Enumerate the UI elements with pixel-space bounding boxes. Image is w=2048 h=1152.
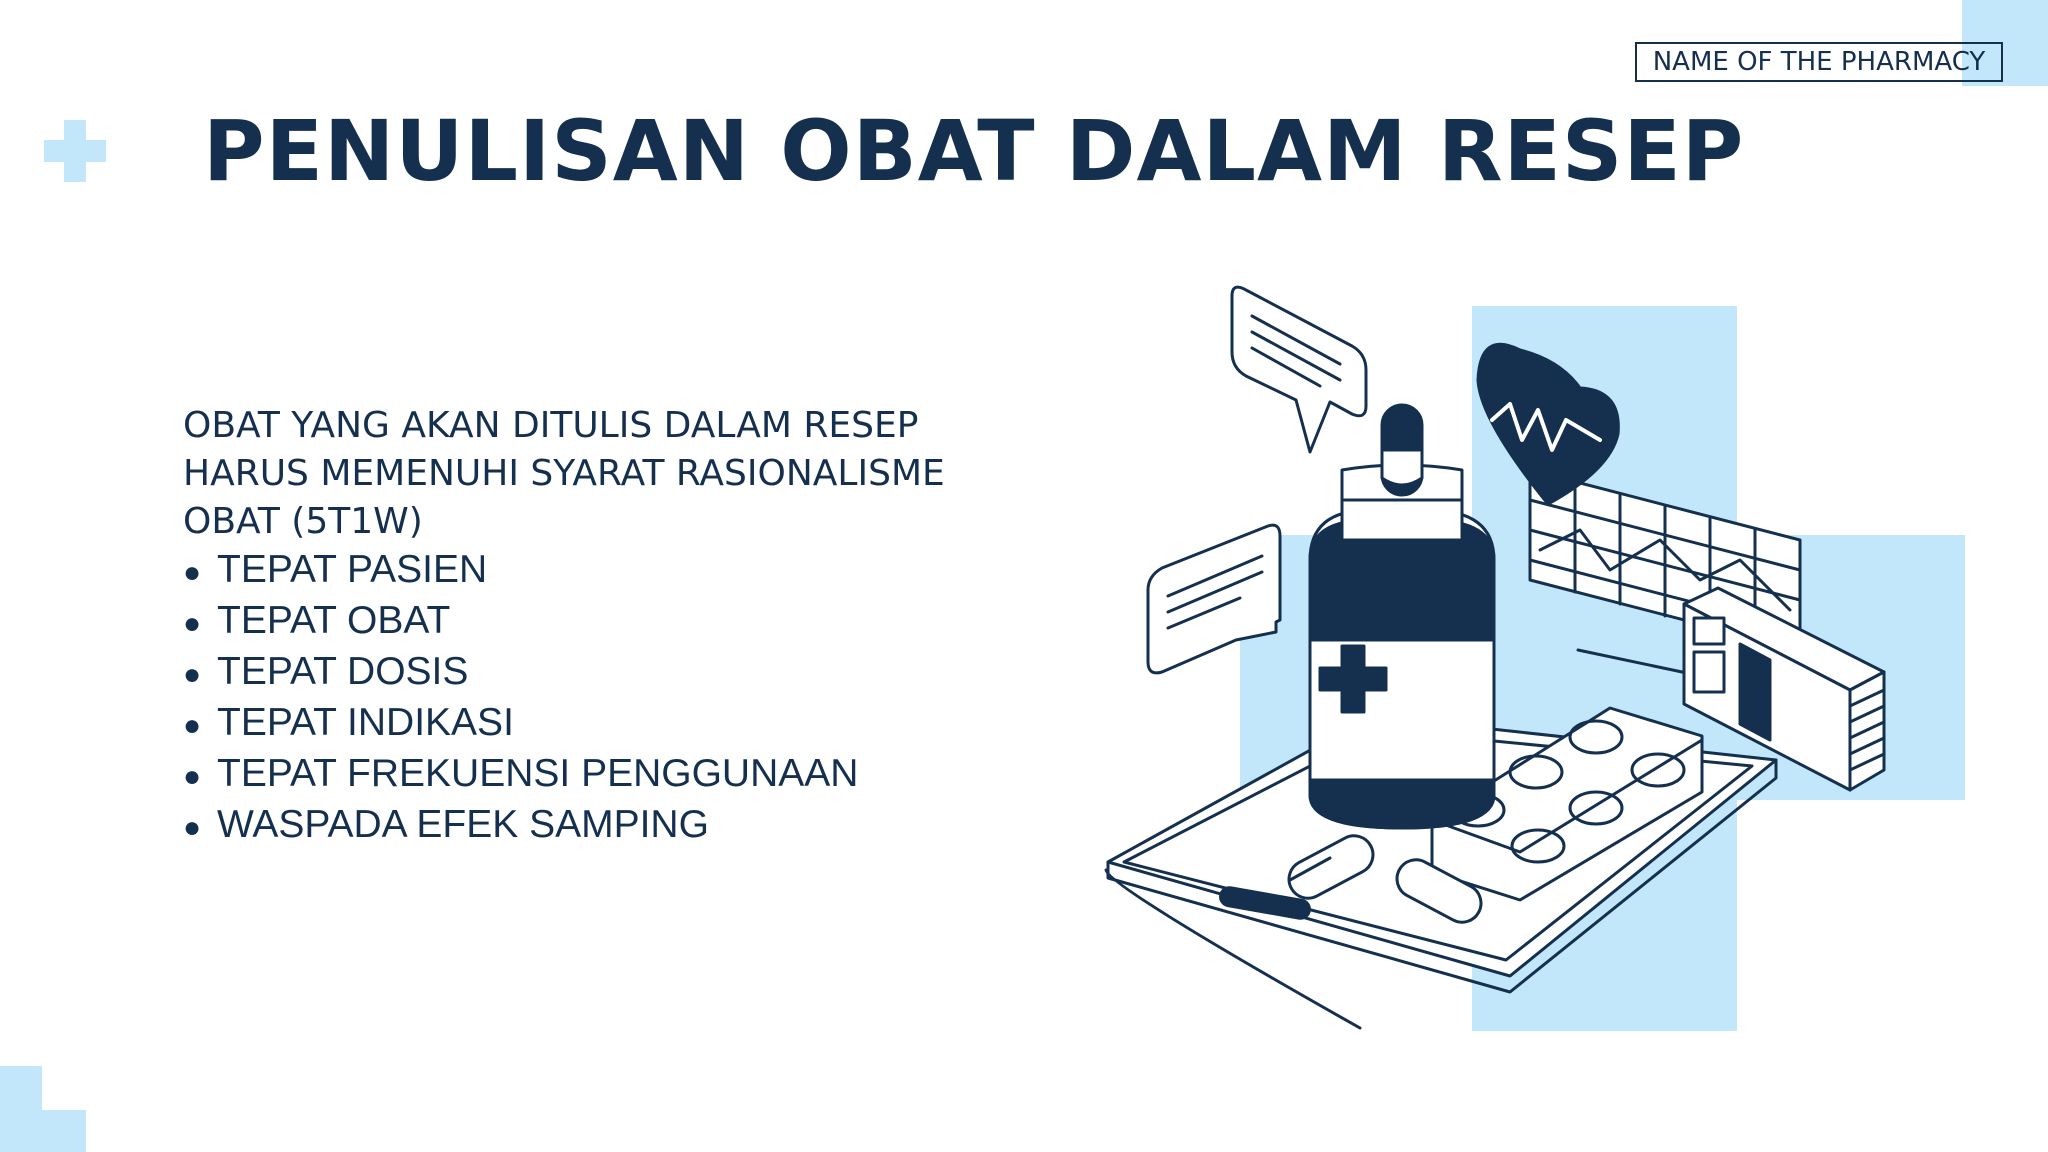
list-item-text: TEPAT PASIEN [217, 548, 488, 591]
page-title: PENULISAN OBAT DALAM RESEP [203, 102, 1745, 200]
criteria-list: ● TEPAT PASIEN ● TEPAT OBAT ● TEPAT DOSIS ●… [183, 546, 1083, 852]
list-item-text: TEPAT INDIKASI [217, 701, 514, 744]
content-body: OBAT YANG AKAN DITULIS DALAM RESEP HARUS… [183, 402, 1083, 852]
list-item: ● TEPAT INDIKASI [183, 699, 1083, 750]
capsule-icon [1287, 834, 1483, 924]
plus-icon [44, 120, 106, 182]
bullet-icon: ● [183, 811, 202, 844]
list-item: ● TEPAT DOSIS [183, 648, 1083, 699]
intro-line-3: OBAT (5T1W) [183, 501, 423, 542]
list-item: ● TEPAT FREKUENSI PENGGUNAAN [183, 750, 1083, 801]
list-item-text: WASPADA EFEK SAMPING [217, 803, 709, 846]
bullet-icon: ● [183, 556, 202, 589]
list-item-text: TEPAT DOSIS [217, 650, 469, 693]
bottom-left-corner-notch [42, 1066, 86, 1110]
list-item: ● WASPADA EFEK SAMPING [183, 801, 1083, 852]
bullet-icon: ● [183, 709, 202, 742]
list-item-text: TEPAT OBAT [217, 599, 451, 642]
pharmacy-name-box: NAME OF THE PHARMACY [1635, 42, 2003, 82]
heart-icon [1476, 342, 1620, 506]
list-item: ● TEPAT PASIEN [183, 546, 1083, 597]
list-item-text: TEPAT FREKUENSI PENGGUNAAN [217, 752, 859, 795]
pharmacy-illustration [1104, 285, 1965, 1031]
bullet-icon: ● [183, 658, 202, 691]
intro-line-2: HARUS MEMENUHI SYARAT RASIONALISME [183, 453, 945, 494]
bullet-icon: ● [183, 760, 202, 793]
medicine-box-icon [1682, 586, 1886, 792]
intro-line-1: OBAT YANG AKAN DITULIS DALAM RESEP [183, 405, 919, 446]
medicine-bottle-icon [1308, 403, 1496, 830]
chat-bubble-icon [1146, 285, 1368, 675]
bullet-icon: ● [183, 607, 202, 640]
list-item: ● TEPAT OBAT [183, 597, 1083, 648]
